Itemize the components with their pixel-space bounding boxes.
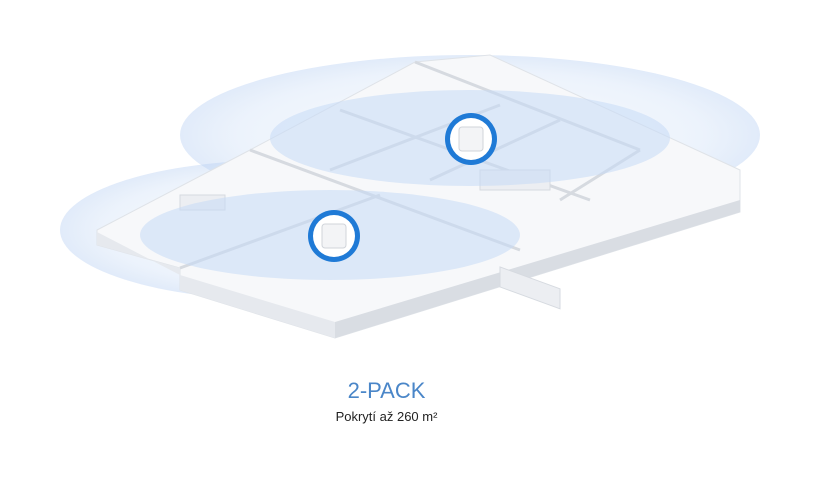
mesh-router-icon [445,113,497,165]
product-title: 2-PACK [347,378,426,403]
mesh-router-icon [308,210,360,262]
coverage-text: Pokrytí až 260 m² [335,409,438,424]
floor-plan-coverage-illustration [60,54,760,339]
